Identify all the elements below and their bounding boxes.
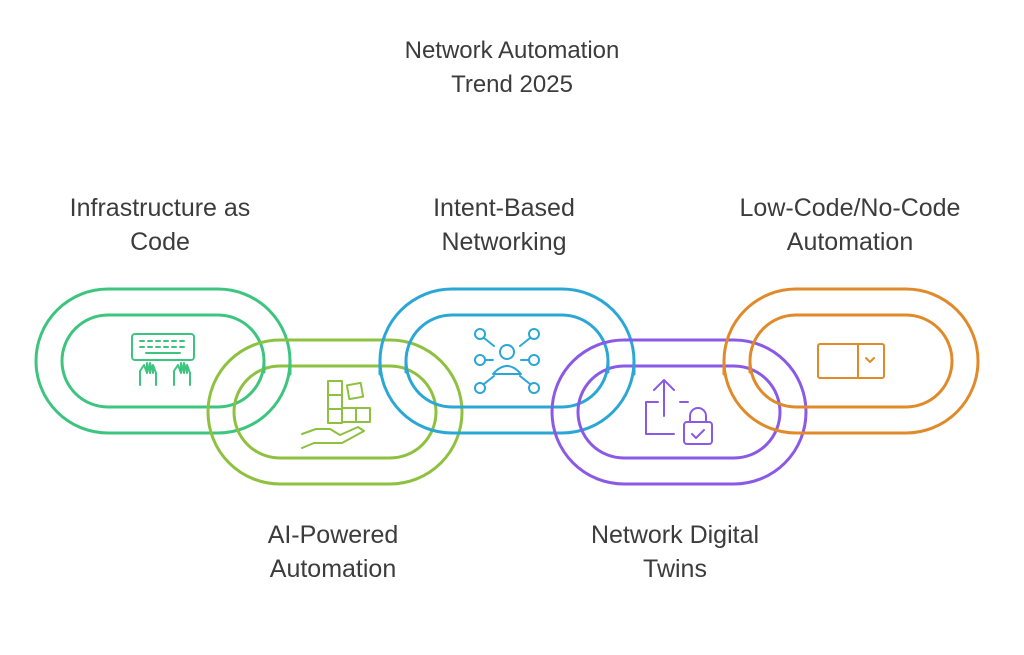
label-intent-based-networking: Intent-Based Networking	[374, 191, 634, 259]
label-ai-line-1: AI-Powered	[267, 521, 399, 549]
diagram-title: Network Automation Trend 2025	[312, 34, 712, 102]
link-overlaps	[262, 359, 752, 376]
label-ai-powered-automation: AI-Powered Automation	[203, 518, 463, 586]
label-iac-line-2: Code	[130, 228, 190, 256]
hand-blocks-icon	[301, 380, 371, 449]
label-ibn-line-2: Networking	[441, 228, 567, 256]
chain-link-lc	[722, 287, 980, 435]
label-ai-line-2: Automation	[269, 555, 397, 583]
label-ndt-line-2: Twins	[643, 555, 707, 583]
chain-link-ndt	[550, 338, 808, 486]
title-line-1: Network Automation	[404, 37, 620, 64]
share-lock-icon	[645, 379, 713, 445]
chain-link-ibn	[378, 287, 636, 435]
label-ibn-line-1: Intent-Based	[433, 194, 575, 222]
label-ndt-line-1: Network Digital	[590, 521, 760, 549]
label-lc-line-2: Automation	[786, 228, 914, 256]
chain-link-ai	[206, 338, 464, 486]
title-line-2: Trend 2025	[451, 71, 573, 98]
keyboard-hands-icon	[131, 333, 195, 386]
label-network-digital-twins: Network Digital Twins	[545, 518, 805, 586]
label-infrastructure-as-code: Infrastructure as Code	[30, 191, 290, 259]
dropdown-select-icon	[817, 343, 885, 379]
label-iac-line-1: Infrastructure as	[69, 194, 251, 222]
label-low-code-automation: Low-Code/No-Code Automation	[700, 191, 1000, 259]
network-hub-icon	[474, 328, 540, 394]
label-lc-line-1: Low-Code/No-Code	[739, 194, 961, 222]
